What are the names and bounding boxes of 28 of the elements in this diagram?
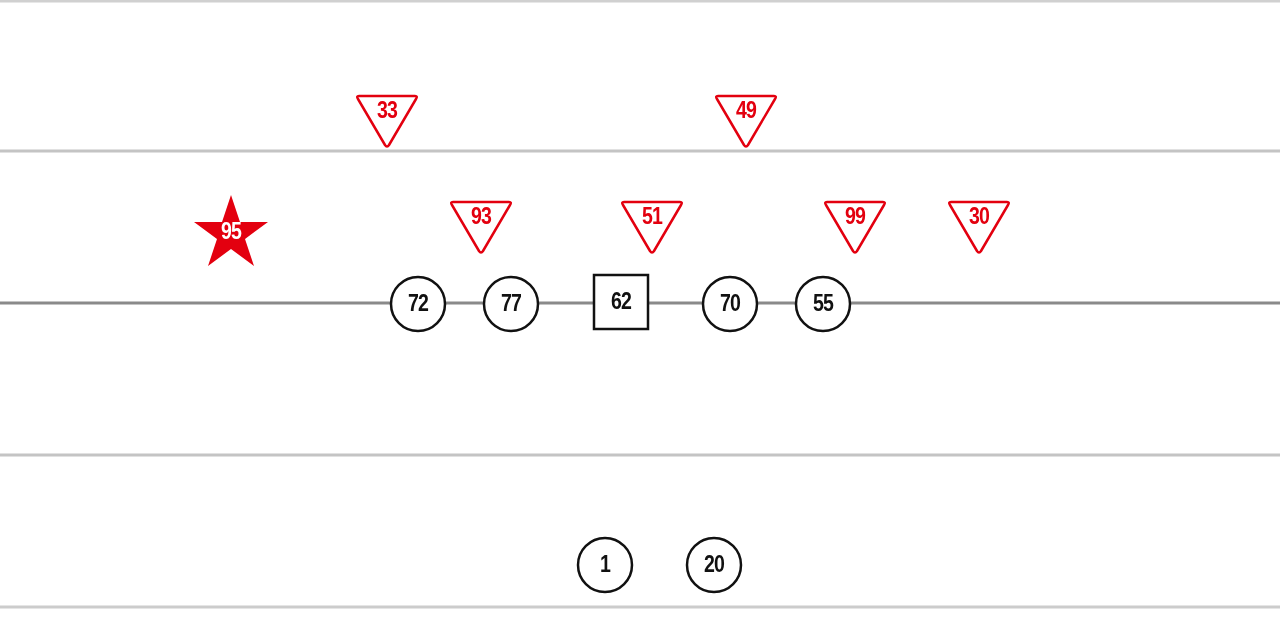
jersey-number: 70: [718, 290, 742, 317]
defender-triangle: [946, 199, 1012, 255]
defender-triangle: [822, 199, 888, 255]
star-marker: [192, 193, 270, 267]
jersey-number: 77: [499, 290, 523, 317]
jersey-number: 1: [599, 551, 612, 578]
jersey-number: 99: [843, 203, 867, 230]
center-square: [592, 273, 650, 331]
jersey-number: 95: [219, 218, 243, 245]
player-circle: [794, 275, 852, 333]
jersey-number: 72: [406, 290, 430, 317]
defender-triangle: [713, 93, 779, 149]
defender-triangle: [448, 199, 514, 255]
defender-triangle: [354, 93, 420, 149]
player-circle: [701, 275, 759, 333]
jersey-number: 49: [734, 97, 758, 124]
jersey-number: 30: [967, 203, 991, 230]
jersey-number: 20: [702, 551, 726, 578]
jersey-number: 93: [469, 203, 493, 230]
player-circle: [482, 275, 540, 333]
jersey-number: 62: [609, 288, 633, 315]
jersey-number: 33: [375, 97, 399, 124]
jersey-number: 51: [640, 203, 664, 230]
player-circle: [685, 536, 743, 594]
jersey-number: 55: [811, 290, 835, 317]
player-circle: [576, 536, 634, 594]
defender-triangle: [619, 199, 685, 255]
player-circle: [389, 275, 447, 333]
